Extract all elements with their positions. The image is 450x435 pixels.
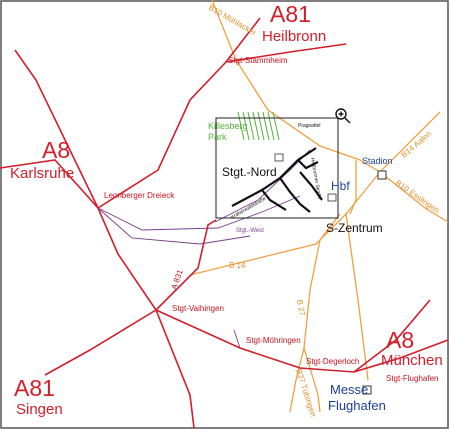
b14-aalen-road [379, 111, 441, 173]
stgt-west-road-2 [97, 207, 251, 245]
a81-singen-branch [44, 309, 157, 376]
messe-label: Messe [330, 382, 368, 397]
killesberg-park-area [237, 111, 280, 141]
city-streets [231, 147, 323, 213]
b10-north-road [211, 0, 381, 173]
a81-north-city: Heilbronn [262, 28, 326, 45]
junction-degerloch: Stgt-Degerloch [306, 357, 359, 366]
a831-motorway [155, 219, 217, 311]
b10-esslingen-road [379, 171, 449, 223]
a8-west-motorway [0, 159, 99, 209]
a81-north-motorway [97, 17, 261, 209]
pragsattel-label: Pragsattel [298, 123, 321, 129]
a8-east-number: A8 [386, 327, 414, 353]
flughafen-connector [345, 213, 369, 381]
moehringen-spur [233, 329, 241, 349]
stgt-west-road-1 [97, 195, 301, 231]
b27-label: B 27 [295, 299, 307, 317]
a81-northeast-motorway [225, 43, 347, 63]
stgt-nord-label: Stgt.-Nord [222, 165, 277, 179]
a8-west-branch [14, 49, 99, 209]
messe-marker-icon [362, 385, 372, 395]
b27-road [303, 213, 341, 413]
killesberg-label-1: Killesberg [208, 121, 248, 131]
city-center-box[interactable] [215, 117, 339, 219]
a8-east-city: München [381, 352, 443, 369]
a81-south-city: Singen [16, 401, 63, 418]
a8-west-number: A8 [42, 137, 70, 163]
a81-north-number: A81 [270, 1, 311, 27]
junction-flughafen: Stgt-Flughafen [386, 374, 438, 383]
flughafen-label: Flughafen [328, 398, 386, 413]
s-zentrum-label: S-Zentrum [326, 221, 383, 235]
kraeherwald-road [214, 149, 311, 223]
city-roads [97, 149, 311, 349]
parking-marker-icon [274, 153, 284, 162]
junction-stgt-west: Stgt.-West [236, 228, 264, 234]
junction-leonberg: Leonberger Dreieck [104, 191, 175, 200]
b14-label: B 14 [229, 261, 246, 270]
a8-west-city: Karlsruhe [10, 165, 74, 182]
zoom-in-icon[interactable] [335, 108, 351, 124]
motorways [0, 17, 449, 429]
federal-roads [189, 0, 449, 413]
b27-tuebingen-road [289, 347, 305, 413]
hbf-label: Hbf [331, 179, 350, 193]
a8-east-branch [353, 299, 431, 373]
a8-east-motorway [155, 309, 449, 373]
killesberg-label-2: Park [208, 132, 227, 142]
junction-stammheim: Stgt-Stammheim [228, 56, 288, 65]
station-marker-icon [327, 193, 337, 202]
junction-vaihingen: Stgt-Vaihingen [172, 304, 224, 313]
junction-moehringen: Stgt-Möhringen [246, 336, 301, 345]
stadion-label: Stadion [362, 156, 393, 166]
b14-road [189, 171, 381, 276]
stadium-marker-icon [377, 170, 387, 180]
a81-south-number: A81 [14, 375, 55, 401]
stadion-connector [349, 160, 357, 215]
